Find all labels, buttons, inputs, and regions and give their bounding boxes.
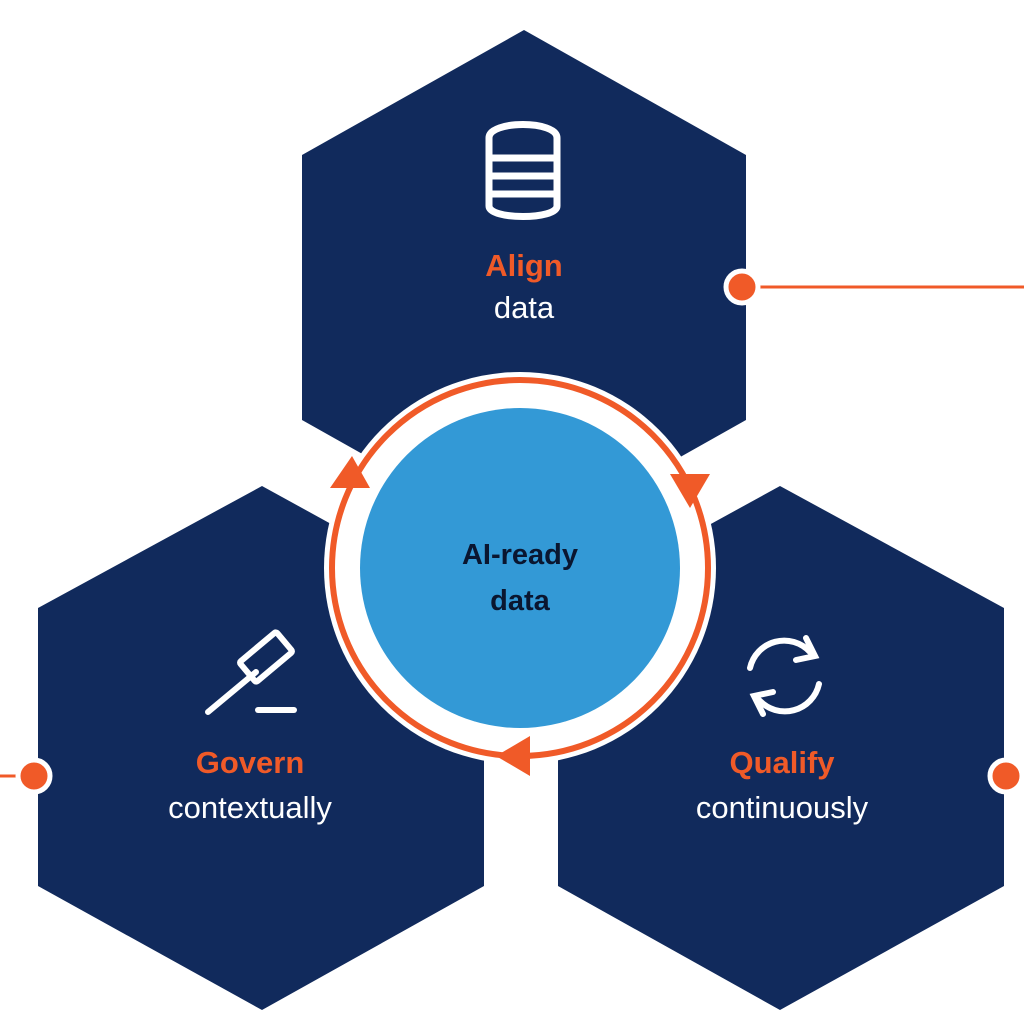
- align-subtitle: data: [494, 290, 555, 325]
- govern-connector-dot: [15, 757, 53, 795]
- cycle-arrow-right: [670, 474, 710, 508]
- qualify-subtitle: continuously: [696, 790, 869, 825]
- govern-subtitle: contextually: [168, 790, 332, 825]
- gavel-icon: [205, 629, 297, 715]
- cycle-arrow-left: [330, 456, 370, 488]
- align-connector-dot: [723, 268, 761, 306]
- center-circle: [360, 408, 680, 728]
- govern-title: Govern: [196, 745, 305, 780]
- cycle-arrow-bottom: [496, 736, 530, 776]
- center-label-line1: AI-ready: [462, 539, 578, 571]
- qualify-connector-dot: [987, 757, 1024, 795]
- qualify-title: Qualify: [729, 745, 835, 780]
- align-title: Align: [485, 248, 563, 283]
- database-icon: [485, 121, 561, 220]
- center-label-line2: data: [490, 585, 551, 617]
- refresh-icon: [747, 635, 822, 717]
